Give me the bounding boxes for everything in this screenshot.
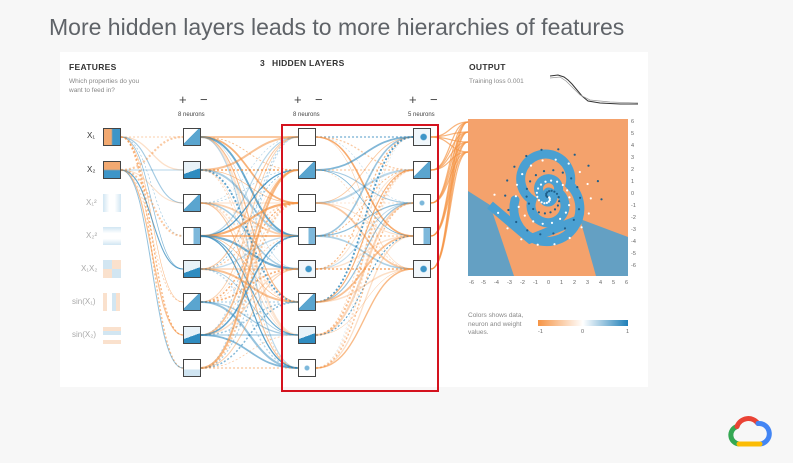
slide-title: More hidden layers leads to more hierarc… [49, 14, 625, 40]
layer3-neuron[interactable] [413, 161, 431, 179]
layer3-add-neuron-button[interactable]: + [409, 92, 417, 107]
highlight-box [281, 124, 439, 392]
layer1-neuron[interactable] [183, 293, 201, 311]
features-header: FEATURES [69, 62, 117, 72]
layer1-add-neuron-button[interactable]: + [179, 92, 187, 107]
layer2-neuron[interactable] [298, 260, 316, 278]
layer2-neuron[interactable] [298, 161, 316, 179]
output-header: OUTPUT [469, 62, 506, 72]
training-loss: Training loss 0.001 [469, 78, 524, 85]
legend-mid: 0 [581, 329, 585, 335]
feature-node-sin-x2[interactable] [103, 326, 121, 344]
layer1-neuron[interactable] [183, 161, 201, 179]
feature-label-sin-x2: sin(X₂) [72, 330, 96, 339]
layer3-neuron[interactable] [413, 194, 431, 212]
feature-label-x2: X₂ [87, 165, 96, 174]
layer3-neuron[interactable] [413, 227, 431, 245]
layer1-neuron[interactable] [183, 227, 201, 245]
layer1-neuron[interactable] [183, 359, 201, 377]
feature-node-x2[interactable] [103, 161, 121, 179]
loss-curve [550, 74, 639, 105]
layer2-neuron[interactable] [298, 227, 316, 245]
layer3-remove-neuron-button[interactable]: − [430, 92, 438, 107]
playground-panel: FEATURES Which properties do you want to… [60, 52, 648, 392]
layer2-neuron[interactable] [298, 293, 316, 311]
hidden-layers-count: 3 [260, 58, 266, 68]
feature-node-sin-x1[interactable] [103, 293, 121, 311]
legend-max: 1 [626, 329, 630, 335]
layer1-neurons-label: 8 neurons [178, 112, 205, 118]
feature-node-x1-squared[interactable] [103, 194, 121, 212]
layer2-remove-neuron-button[interactable]: − [315, 92, 323, 107]
feature-label-x1-squared: X₁² [86, 198, 97, 207]
layer2-neuron[interactable] [298, 359, 316, 377]
legend-min: -1 [538, 329, 543, 335]
layer3-neuron[interactable] [413, 260, 431, 278]
color-legend-text: Colors shows data, neuron and weight val… [468, 312, 524, 336]
layer2-add-neuron-button[interactable]: + [294, 92, 302, 107]
layer1-neuron[interactable] [183, 260, 201, 278]
feature-label-x1x2: X₁X₂ [81, 264, 98, 273]
layer1-neuron[interactable] [183, 326, 201, 344]
layer3-neuron[interactable] [413, 128, 431, 146]
layer2-neurons-label: 8 neurons [293, 112, 320, 118]
color-legend-bar [538, 320, 628, 326]
feature-node-x2-squared[interactable] [103, 227, 121, 245]
feature-node-x1[interactable] [103, 128, 121, 146]
layer1-neuron[interactable] [183, 128, 201, 146]
feature-label-x2-squared: X₂² [86, 231, 98, 240]
layer2-neuron[interactable] [298, 194, 316, 212]
features-question: Which properties do you want to feed in? [69, 78, 140, 94]
layer2-neuron[interactable] [298, 128, 316, 146]
feature-label-sin-x1: sin(X₁) [72, 297, 96, 306]
layer1-remove-neuron-button[interactable]: − [200, 92, 208, 107]
layer3-neurons-label: 5 neurons [408, 112, 435, 118]
hidden-layers-header: HIDDEN LAYERS [272, 58, 345, 68]
output-decision-plot [468, 119, 628, 276]
google-cloud-logo [728, 416, 772, 447]
feature-node-x1x2[interactable] [103, 260, 121, 278]
feature-label-x1: X₁ [87, 131, 96, 140]
layer2-neuron[interactable] [298, 326, 316, 344]
layer1-neuron[interactable] [183, 194, 201, 212]
